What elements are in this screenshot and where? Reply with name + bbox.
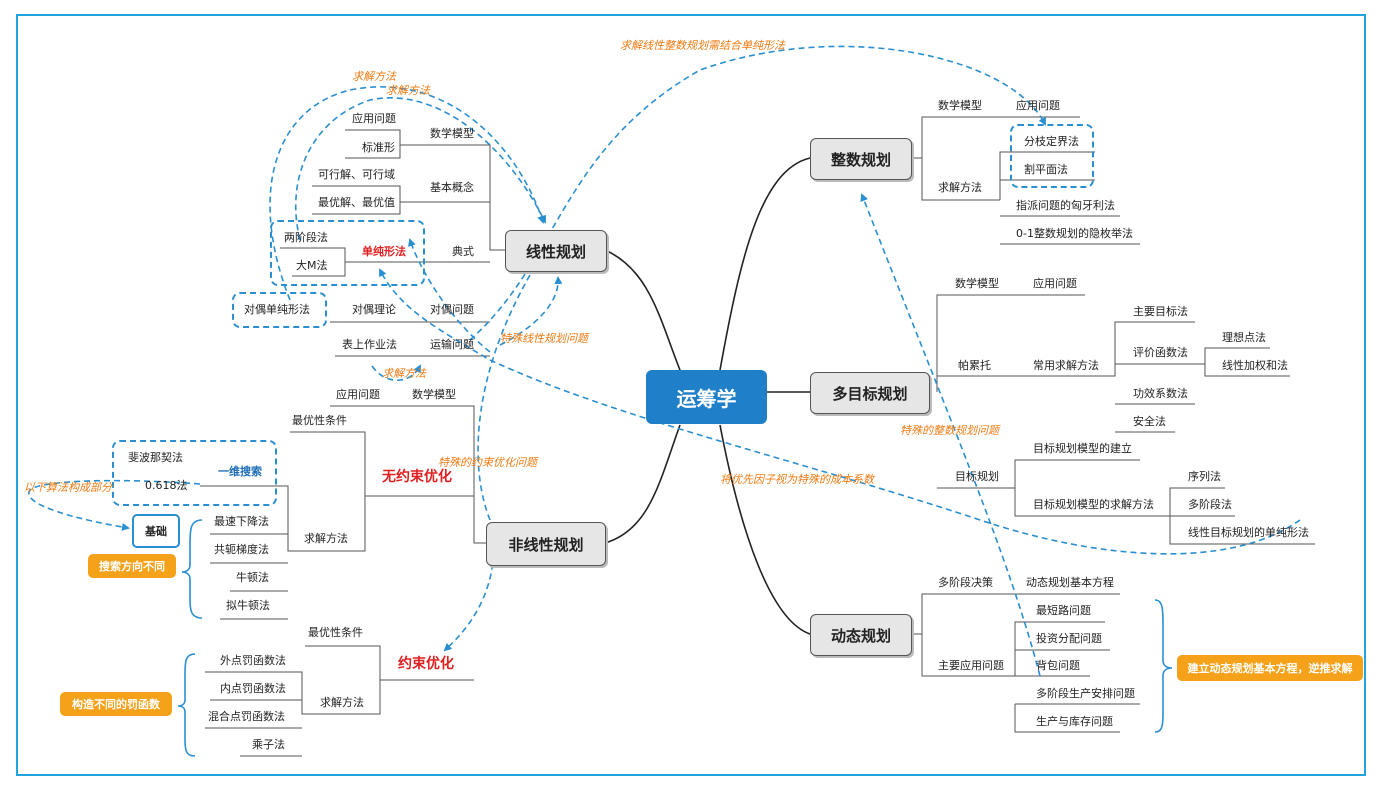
annotation-special-lp: 特殊线性规划问题 <box>500 332 588 345</box>
ip-hungarian: 指派问题的匈牙利法 <box>1016 199 1115 212</box>
lp-model: 数学模型 <box>430 127 474 140</box>
nlp-newton: 牛顿法 <box>236 571 269 584</box>
mop-eval: 评价函数法 <box>1133 346 1188 359</box>
mop-safe: 安全法 <box>1133 415 1166 428</box>
mop-gp-solve: 目标规划模型的求解方法 <box>1033 498 1154 511</box>
mop-linw: 线性加权和法 <box>1222 359 1288 372</box>
mop-multi: 多阶段法 <box>1188 498 1232 511</box>
dp-production: 多阶段生产安排问题 <box>1036 687 1135 700</box>
nlp-solve2: 求解方法 <box>320 696 364 709</box>
mop-seq: 序列法 <box>1188 470 1221 483</box>
annotation-priority-cost: 将优先因子视为特殊的成本系数 <box>720 473 874 486</box>
nlp-int: 内点罚函数法 <box>220 682 286 695</box>
ip-model: 数学模型 <box>938 99 982 112</box>
nlp-qn: 拟牛顿法 <box>226 599 270 612</box>
lp-table: 表上作业法 <box>342 338 397 351</box>
lp-basic: 基本概念 <box>430 181 474 194</box>
mop-main: 主要目标法 <box>1133 305 1188 318</box>
mop-app: 应用问题 <box>1033 277 1077 290</box>
mop-ideal: 理想点法 <box>1222 331 1266 344</box>
nlp-constrained[interactable]: 约束优化 <box>398 656 454 672</box>
nlp-basis-box[interactable]: 基础 <box>132 514 180 548</box>
lp-simplex[interactable]: 单纯形法 <box>362 245 406 258</box>
lp-dualtheory: 对偶理论 <box>352 303 396 316</box>
lp-dualsimplex[interactable]: 对偶单纯形法 <box>244 303 310 316</box>
ip-cut: 割平面法 <box>1024 163 1068 176</box>
nlp-sd: 最速下降法 <box>214 515 269 528</box>
ip-zero-one: 0-1整数规划的隐枚举法 <box>1016 227 1133 240</box>
annotation-solve-1: 求解方法 <box>352 70 396 83</box>
annotation-solve-3: 求解方法 <box>382 367 426 380</box>
lp-canon: 典式 <box>452 245 474 258</box>
nlp-solve: 求解方法 <box>304 532 348 545</box>
lp-bigm: 大M法 <box>296 259 328 272</box>
branch-linear-programming[interactable]: 线性规划 <box>505 230 607 272</box>
diagram-frame <box>16 14 1366 776</box>
dp-multistage: 多阶段决策 <box>938 576 993 589</box>
nlp-linesearch[interactable]: 一维搜索 <box>218 465 262 478</box>
mop-eff: 功效系数法 <box>1133 387 1188 400</box>
ip-solve: 求解方法 <box>938 181 982 194</box>
annotation-algorithm-parts: 以下算法构成部分 <box>24 481 112 494</box>
lp-twophase: 两阶段法 <box>284 231 328 244</box>
simplex-group-box <box>270 220 425 286</box>
lp-optimal: 最优解、最优值 <box>318 196 395 209</box>
dp-shortest: 最短路问题 <box>1036 604 1091 617</box>
branch-nonlinear-programming[interactable]: 非线性规划 <box>486 522 606 566</box>
root-node[interactable]: 运筹学 <box>646 370 767 424</box>
nlp-model: 数学模型 <box>412 388 456 401</box>
line-search-group-box <box>112 440 277 506</box>
lp-feasible: 可行解、可行域 <box>318 168 395 181</box>
mop-gp-build: 目标规划模型的建立 <box>1033 442 1132 455</box>
nlp-app: 应用问题 <box>336 388 380 401</box>
annotation-special-ip: 特殊的整数规划问题 <box>900 424 999 437</box>
mop-gp-simplex: 线性目标规划的单纯形法 <box>1188 526 1309 539</box>
lp-transport: 运输问题 <box>430 338 474 351</box>
lp-dualprob: 对偶问题 <box>430 303 474 316</box>
nlp-fib: 斐波那契法 <box>128 451 183 464</box>
ip-bb: 分枝定界法 <box>1024 135 1079 148</box>
dp-inventory: 生产与库存问题 <box>1036 715 1113 728</box>
branch-multiobjective-programming[interactable]: 多目标规划 <box>810 372 930 414</box>
nlp-unconstrained[interactable]: 无约束优化 <box>382 469 452 485</box>
branch-integer-programming[interactable]: 整数规划 <box>810 138 912 180</box>
dp-apps: 主要应用问题 <box>938 659 1004 672</box>
lp-app: 应用问题 <box>352 112 396 125</box>
nlp-direction-note: 搜索方向不同 <box>88 554 176 578</box>
mop-pareto: 帕累托 <box>958 359 991 372</box>
mop-model: 数学模型 <box>955 277 999 290</box>
nlp-mix: 混合点罚函数法 <box>208 710 285 723</box>
nlp-ext: 外点罚函数法 <box>220 654 286 667</box>
nlp-golden: 0.618法 <box>145 479 188 492</box>
ip-methods-box <box>1010 124 1094 188</box>
nlp-optcond: 最优性条件 <box>292 414 347 427</box>
dp-equation: 动态规划基本方程 <box>1026 576 1114 589</box>
annotation-ip-simplex: 求解线性整数规划需结合单纯形法 <box>620 39 785 52</box>
nlp-cg: 共轭梯度法 <box>214 543 269 556</box>
nlp-optcond2: 最优性条件 <box>308 626 363 639</box>
nlp-penalty-note: 构造不同的罚函数 <box>60 692 172 716</box>
dual-simplex-box <box>232 292 327 328</box>
dp-method-note: 建立动态规划基本方程，逆推求解 <box>1177 655 1363 681</box>
branch-dynamic-programming[interactable]: 动态规划 <box>810 614 912 656</box>
mop-gp: 目标规划 <box>955 470 999 483</box>
nlp-mult: 乘子法 <box>252 738 285 751</box>
dp-knapsack: 背包问题 <box>1036 659 1080 672</box>
mop-common: 常用求解方法 <box>1033 359 1099 372</box>
annotation-solve-2: 求解方法 <box>386 84 430 97</box>
annotation-special-constrained: 特殊的约束优化问题 <box>438 456 537 469</box>
lp-std: 标准形 <box>362 141 395 154</box>
ip-app: 应用问题 <box>1016 99 1060 112</box>
dp-invest: 投资分配问题 <box>1036 632 1102 645</box>
